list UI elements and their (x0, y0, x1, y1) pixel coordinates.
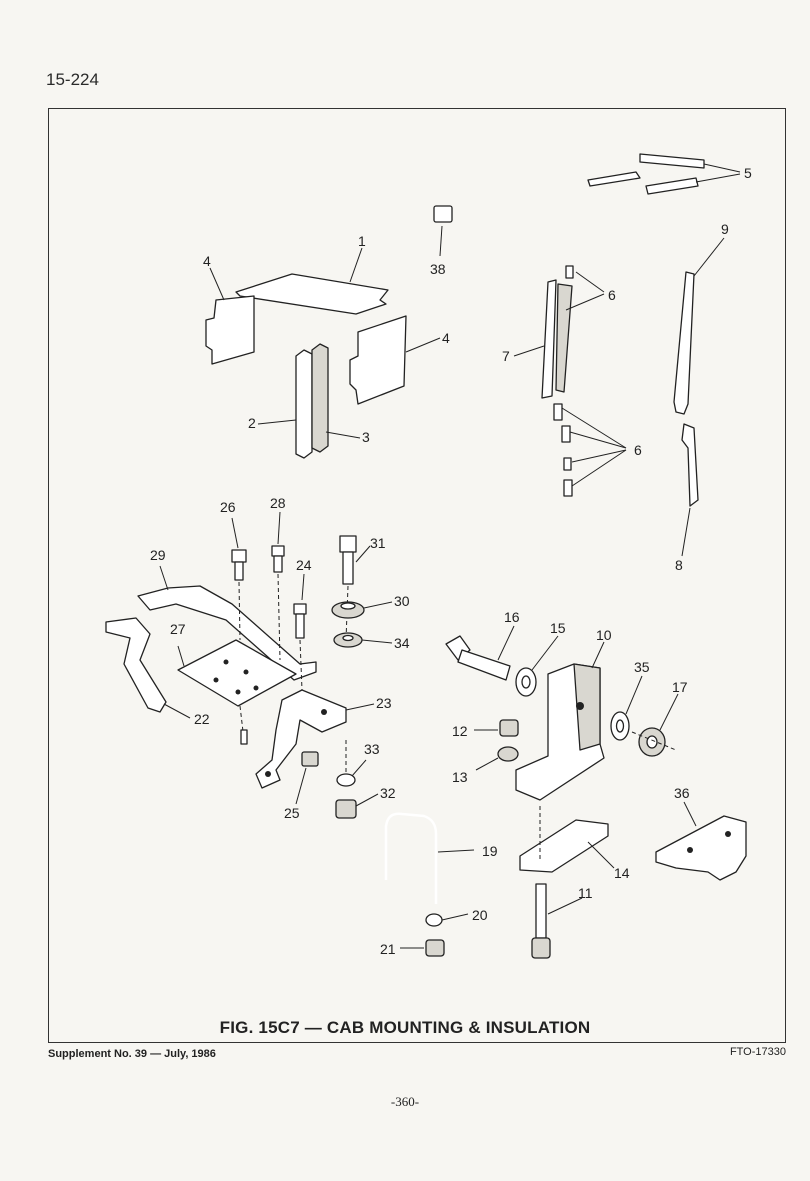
callout-4-left: 4 (203, 253, 211, 269)
part-29-bracket (137, 565, 317, 681)
part-6-clips (553, 265, 627, 497)
callout-5: 5 (744, 165, 752, 181)
callout-16: 16 (504, 609, 520, 625)
callout-19: 19 (482, 843, 498, 859)
callout-13: 13 (452, 769, 468, 785)
callout-27: 27 (170, 621, 186, 637)
part-22-strap (105, 617, 191, 719)
callout-26: 26 (220, 499, 236, 515)
part-4-right-panel (349, 315, 441, 405)
callout-21: 21 (380, 941, 396, 957)
part-27-plate (177, 639, 297, 707)
part-17-nut (631, 693, 679, 757)
part-23-bracket (255, 689, 375, 789)
part-31-bolt (339, 535, 371, 641)
part-25-nut (239, 705, 319, 805)
callout-22: 22 (194, 711, 210, 727)
callout-32: 32 (380, 785, 396, 801)
callout-15: 15 (550, 620, 566, 636)
callout-31: 31 (370, 535, 386, 551)
part-8-bar (681, 423, 699, 557)
callout-11: 11 (578, 885, 593, 901)
part-12-nut (474, 719, 519, 737)
callout-6-bottom: 6 (634, 442, 642, 458)
section-number: 15-224 (46, 70, 99, 89)
callout-9: 9 (721, 221, 729, 237)
callout-20: 20 (472, 907, 488, 923)
callout-4-right: 4 (442, 330, 450, 346)
callout-6-top: 6 (608, 287, 616, 303)
callout-10: 10 (596, 627, 612, 643)
callout-25: 25 (284, 805, 300, 821)
supplement-note: Supplement No. 39 — July, 1986 (48, 1048, 216, 1060)
callout-12: 12 (452, 723, 468, 739)
part-38-block (433, 205, 453, 257)
callout-17: 17 (672, 679, 688, 695)
callout-38: 38 (430, 261, 446, 277)
callout-33: 33 (364, 741, 380, 757)
callout-28: 28 (270, 495, 286, 511)
callout-29: 29 (150, 547, 166, 563)
callout-3: 3 (362, 429, 370, 445)
part-1-insulation-panel (235, 247, 389, 315)
callout-8: 8 (675, 557, 683, 573)
part-14-plate (519, 806, 615, 873)
part-21-nut (400, 939, 445, 957)
part-32-nut (335, 793, 379, 819)
callout-23: 23 (376, 695, 392, 711)
callout-34: 34 (394, 635, 410, 651)
part-9-bar (673, 237, 725, 415)
callout-36: 36 (674, 785, 690, 801)
callout-1: 1 (358, 233, 366, 249)
callout-14: 14 (614, 865, 630, 881)
part-26-bolt (231, 517, 247, 641)
callout-7: 7 (502, 348, 510, 364)
part-7-channel (513, 279, 573, 399)
part-10-mount (515, 641, 605, 801)
part-13-washer (475, 746, 519, 771)
part-35-washer (610, 675, 643, 741)
part-33-lockwasher (336, 740, 367, 787)
part-3-strip (311, 343, 361, 453)
part-16-bolt (445, 625, 515, 681)
callout-35: 35 (634, 659, 650, 675)
part-2-strip (257, 349, 313, 459)
part-36-bracket (655, 801, 747, 881)
part-15-washer (515, 635, 559, 697)
part-11-bolt (531, 883, 583, 959)
callout-24: 24 (296, 557, 312, 573)
callout-30: 30 (394, 593, 410, 609)
part-19-u-bolt (384, 812, 475, 904)
part-30-washer (331, 601, 393, 619)
part-24-bolt (293, 573, 307, 691)
figure-code: FTO-17330 (729, 1046, 786, 1058)
part-5-strips (587, 153, 741, 195)
figure-caption: FIG. 15C7 — CAB MOUNTING & INSULATION (219, 1018, 591, 1037)
part-34-washer (333, 632, 393, 648)
page-number: -360- (390, 1094, 420, 1109)
part-20-lockwasher (425, 913, 469, 927)
part-28-bolt (271, 511, 285, 661)
figure-frame (48, 108, 786, 1043)
part-4-left-panel (205, 267, 255, 365)
callout-2: 2 (248, 415, 256, 431)
